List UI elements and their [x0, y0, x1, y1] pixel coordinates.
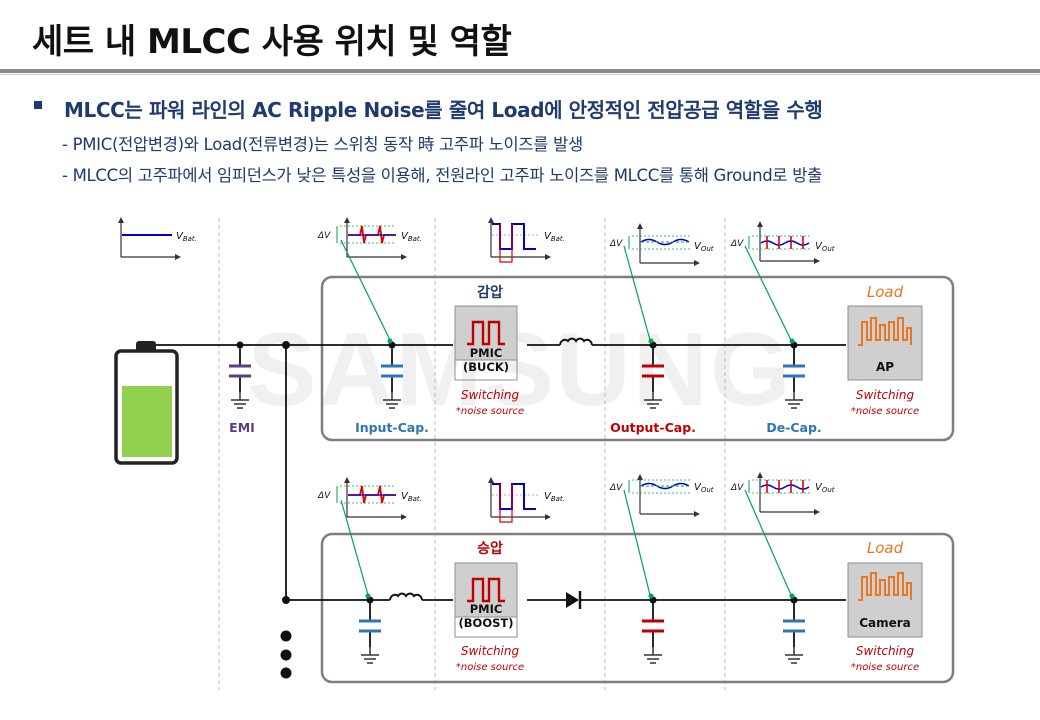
watermark-text: SAMSUNG	[247, 312, 793, 428]
ground-icon	[643, 646, 663, 664]
load-switching-bottom: Switching	[856, 644, 915, 658]
svg-text:ΔV: ΔV	[609, 483, 623, 493]
svg-text:ΔV: ΔV	[317, 491, 331, 501]
pmic-boost-label: PMIC	[470, 602, 503, 616]
boost-decap-ripple-graph: ΔV VOut	[730, 471, 835, 599]
load-ap-box	[847, 305, 923, 381]
boost-switching-graph: VBat.	[487, 476, 565, 523]
load-camera-name: Camera	[859, 616, 911, 630]
load-camera-box	[847, 562, 923, 638]
boost-input-ripple-graph: ΔV VBat.	[317, 476, 422, 599]
boost-input-capacitor-icon	[359, 619, 381, 633]
buck-stage-box	[320, 275, 955, 442]
svg-text:VBat.: VBat.	[176, 231, 197, 243]
svg-text:VOut: VOut	[694, 241, 714, 253]
mode-step-down: 감압	[477, 284, 503, 301]
svg-text:ΔV: ΔV	[730, 483, 744, 493]
svg-text:VBat.: VBat.	[401, 491, 422, 503]
bullet-square-icon	[34, 101, 42, 109]
ground-icon	[360, 646, 380, 664]
pmic-noise-top: *noise source	[456, 406, 524, 417]
load-noise-bottom: *noise source	[851, 662, 919, 673]
pmic-switching-bottom: Switching	[461, 644, 520, 658]
load-switching-top: Switching	[856, 388, 915, 402]
boost-output-capacitor-icon	[642, 619, 664, 633]
battery-voltage-graph: VBat.	[117, 216, 197, 261]
load-waveform-icon	[858, 317, 912, 346]
svg-text:VBat.: VBat.	[401, 231, 422, 243]
input-cap-label: Input-Cap.	[355, 420, 429, 435]
input-capacitor-icon	[381, 364, 403, 378]
boost-inductor-icon	[389, 592, 423, 601]
svg-text:VOut: VOut	[815, 241, 835, 253]
pmic-buck-label: PMIC	[470, 346, 503, 360]
load-title-top: Load	[867, 283, 904, 301]
decoupling-capacitor-icon	[783, 364, 805, 378]
decap-ripple-graph: ΔV VOut	[730, 220, 835, 344]
svg-text:VOut: VOut	[694, 482, 714, 494]
buck-switching-graph: VBat.	[487, 216, 565, 263]
svg-text:VBat.: VBat.	[544, 231, 565, 243]
diode-icon	[566, 591, 582, 609]
mode-step-up: 승압	[477, 541, 503, 557]
boost-stage-box	[320, 532, 955, 684]
emi-capacitor-icon	[229, 364, 251, 378]
battery-icon	[114, 341, 179, 465]
svg-text:ΔV: ΔV	[730, 239, 744, 249]
boost-decoupling-capacitor-icon	[783, 619, 805, 633]
svg-text:ΔV: ΔV	[317, 231, 331, 241]
title-divider-thin	[0, 74, 1040, 75]
sub-point-1: - PMIC(전압변경)와 Load(전류변경)는 스위칭 동작 時 고주파 노…	[62, 135, 583, 154]
output-cap-label: Output-Cap.	[610, 420, 696, 435]
boost-output-ripple-graph: ΔV VOut	[609, 473, 714, 599]
input-ripple-graph: ΔV VBat.	[317, 216, 422, 344]
de-cap-label: De-Cap.	[766, 420, 821, 435]
emi-label: EMI	[229, 420, 255, 435]
load-waveform-icon	[858, 572, 912, 601]
load-noise-top: *noise source	[851, 406, 919, 417]
pmic-noise-bottom: *noise source	[456, 662, 524, 673]
continuation-dots-icon	[280, 630, 292, 679]
pmic-buck-type: (BUCK)	[463, 360, 509, 374]
sub-point-2: - MLCC의 고주파에서 임피던스가 낮은 특성을 이용해, 전원라인 고주파…	[62, 166, 822, 185]
inductor-icon	[559, 337, 593, 346]
pmic-boost-type: (BOOST)	[459, 616, 514, 630]
slide-title: 세트 내 MLCC 사용 위치 및 역할	[32, 22, 512, 62]
pmic-switching-top: Switching	[461, 388, 520, 402]
svg-text:ΔV: ΔV	[609, 239, 623, 249]
title-divider	[0, 69, 1040, 73]
load-title-bottom: Load	[867, 539, 904, 557]
output-ripple-graph: ΔV VOut	[609, 222, 714, 344]
load-ap-name: AP	[876, 360, 894, 374]
output-capacitor-icon	[642, 364, 664, 378]
svg-text:VBat.: VBat.	[544, 491, 565, 503]
ground-icon	[784, 646, 804, 664]
headline: MLCC는 파워 라인의 AC Ripple Noise를 줄여 Load에 안…	[64, 98, 823, 122]
svg-text:VOut: VOut	[815, 482, 835, 494]
